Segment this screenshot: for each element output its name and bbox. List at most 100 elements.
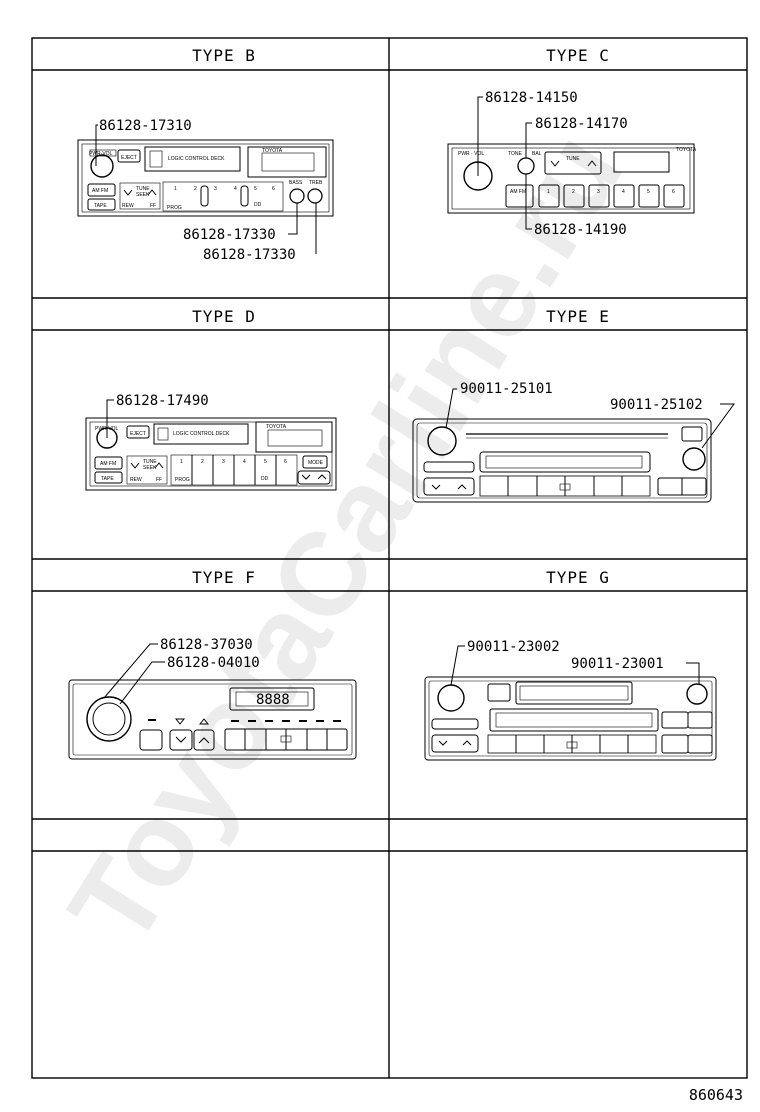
type-f-outer-knob	[86, 696, 132, 742]
svg-text:TOYOTA: TOYOTA	[676, 147, 697, 153]
svg-text:5: 5	[264, 459, 267, 465]
svg-text:PWR·VOL: PWR·VOL	[89, 151, 113, 157]
type-b-bass-knob	[289, 188, 305, 204]
type-e-part-1: 90011-25101	[460, 381, 553, 397]
type-c-part-2: 86128-14170	[535, 116, 628, 132]
svg-text:3: 3	[597, 189, 600, 195]
svg-text:6: 6	[284, 459, 287, 465]
svg-text:AM FM: AM FM	[510, 189, 526, 195]
type-g-right-knob	[686, 683, 708, 705]
svg-text:TREB: TREB	[309, 180, 323, 186]
svg-text:3: 3	[222, 459, 225, 465]
type-d-cassette-door	[153, 423, 249, 445]
type-f-header: TYPE F	[192, 568, 256, 587]
svg-text:PWR · VOL: PWR · VOL	[458, 151, 484, 157]
svg-text:4: 4	[243, 459, 246, 465]
type-g-cassette	[515, 681, 633, 705]
type-b-radio	[77, 139, 334, 217]
type-c-display	[613, 151, 670, 173]
type-e-cassette-door	[479, 451, 651, 473]
type-b-amfm-button	[87, 183, 116, 197]
watermark: ToyotaCarline.ru	[44, 110, 648, 968]
type-b-eject-button	[117, 149, 141, 163]
svg-text:4: 4	[622, 189, 625, 195]
svg-text:REW: REW	[130, 477, 142, 483]
svg-text:TONE: TONE	[508, 151, 522, 157]
svg-text:6: 6	[272, 186, 275, 192]
type-d-display	[255, 421, 333, 453]
type-b-part-2: 86128-17330	[183, 227, 276, 243]
svg-text:AM FM: AM FM	[100, 461, 116, 467]
type-d-amfm-button	[94, 456, 123, 470]
type-e-radio	[412, 418, 712, 503]
type-b-part-1: 86128-17310	[99, 118, 192, 134]
svg-text:6: 6	[672, 189, 675, 195]
type-c-radio	[447, 143, 695, 214]
type-e-leaders	[445, 388, 735, 449]
type-c-header: TYPE C	[546, 46, 610, 65]
svg-text:5: 5	[254, 186, 257, 192]
document-number: 860643	[689, 1086, 743, 1104]
svg-text:REW: REW	[122, 203, 134, 209]
svg-text:PROG: PROG	[167, 205, 182, 211]
type-e-right-knob	[682, 447, 706, 471]
type-e-part-2: 90011-25102	[610, 397, 703, 413]
type-f-part-2: 86128-04010	[167, 655, 260, 671]
svg-text:3: 3	[214, 186, 217, 192]
type-f-radio	[68, 679, 357, 760]
svg-text:EJECT: EJECT	[130, 431, 146, 437]
type-d-leaders	[106, 399, 114, 438]
type-g-part-1: 90011-23002	[467, 639, 560, 655]
type-c-amfm-button	[505, 184, 534, 208]
type-g-leaders	[450, 645, 700, 686]
type-g-part-2: 90011-23001	[571, 656, 664, 672]
type-f-inner-knob	[92, 702, 126, 736]
svg-text:MODE: MODE	[308, 460, 324, 466]
type-b-pwr-knob	[90, 154, 114, 178]
type-b-treb-knob	[307, 188, 323, 204]
type-b-part-3: 86128-17330	[203, 247, 296, 263]
svg-text:TUNE: TUNE	[143, 459, 157, 465]
type-b-display	[247, 146, 327, 178]
type-e-left-knob	[427, 426, 457, 456]
svg-text:4: 4	[234, 186, 237, 192]
table-grid	[31, 37, 748, 1079]
type-c-part-3: 86128-14190	[534, 222, 627, 238]
svg-text:TUNE: TUNE	[136, 186, 150, 192]
type-c-part-1: 86128-14150	[485, 90, 578, 106]
svg-text:FF: FF	[150, 203, 156, 209]
type-b-cassette-door	[144, 146, 241, 172]
type-d-eject-button	[126, 425, 150, 439]
svg-text:2: 2	[572, 189, 575, 195]
type-f-display-digits: 8888	[256, 692, 290, 708]
svg-text:1: 1	[180, 459, 183, 465]
svg-text:2: 2	[201, 459, 204, 465]
type-f-leaders	[103, 643, 165, 705]
svg-text:LOGIC CONTROL DECK: LOGIC CONTROL DECK	[168, 156, 225, 162]
svg-text:AM FM: AM FM	[92, 188, 108, 194]
svg-text:FF: FF	[156, 477, 162, 483]
svg-text:TAPE: TAPE	[94, 203, 107, 209]
svg-text:TUNE: TUNE	[566, 156, 580, 162]
type-d-mode-button	[302, 455, 328, 469]
svg-text:TOYOTA: TOYOTA	[266, 424, 287, 430]
type-f-display	[229, 687, 315, 711]
svg-text:BAL: BAL	[532, 151, 542, 157]
type-d-header: TYPE D	[192, 307, 256, 326]
svg-text:DD: DD	[254, 202, 262, 208]
type-d-part-1: 86128-17490	[116, 393, 209, 409]
type-b-leaders	[95, 124, 317, 254]
svg-text:DD: DD	[261, 476, 269, 482]
type-c-leaders	[477, 96, 532, 230]
type-b-tape-button	[87, 198, 116, 211]
svg-text:TAPE: TAPE	[101, 476, 114, 482]
type-d-tape-button	[94, 471, 123, 484]
type-d-radio	[85, 417, 337, 491]
svg-text:5: 5	[647, 189, 650, 195]
svg-text:SEEK: SEEK	[143, 465, 157, 471]
type-g-header: TYPE G	[546, 568, 610, 587]
type-g-left-knob	[437, 684, 465, 712]
svg-text:2: 2	[194, 186, 197, 192]
type-f-part-1: 86128-37030	[160, 637, 253, 653]
